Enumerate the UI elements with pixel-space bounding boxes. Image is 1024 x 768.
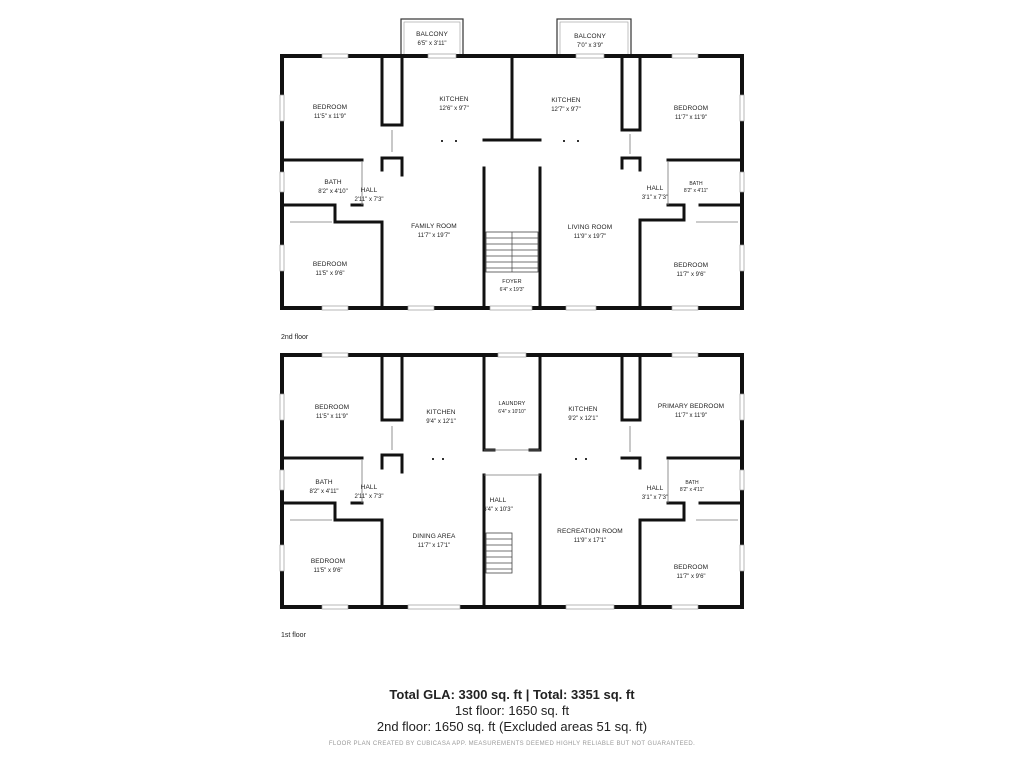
room-dimensions: 11'7" x 9'6" [676,574,705,580]
room-name: BATH [685,480,699,486]
second-floor-staircase [485,231,539,273]
second-floor-plan: BALCONY 6'5" x 3'11" BALCONY 7'0" x 3'9"… [279,18,745,341]
floor-label: 2nd floor [281,334,309,341]
room-dimensions: 11'9" x 17'1" [574,538,606,544]
room-name: BALCONY [574,33,606,40]
room-dimensions: 2'11" x 7'3" [354,197,383,203]
room-dimensions: 7'0" x 3'9" [577,43,603,49]
room-name: BEDROOM [311,558,345,565]
room-dimensions: 6'5" x 3'11" [417,41,446,47]
first-floor-area: 1st floor: 1650 sq. ft [454,703,570,718]
room-name: BEDROOM [313,261,347,268]
room-name: KITCHEN [568,406,597,413]
room-dimensions: 6'4" x 10'3" [483,507,513,513]
room-name: HALL [647,185,664,192]
room-name: KITCHEN [551,97,580,104]
room-name: FAMILY ROOM [411,223,457,230]
floor-label: 1st floor [281,632,307,639]
room-dimensions: 3'1" x 7'3" [642,195,668,201]
second-floor-area: 2nd floor: 1650 sq. ft (Excluded areas 5… [376,719,648,734]
room-dimensions: 12'7" x 9'7" [551,107,581,113]
room-name: BEDROOM [674,262,708,269]
room-dimensions: 11'9" x 19'7" [574,234,606,240]
room-dimensions: 12'6" x 9'7" [439,106,469,112]
room-name: LAUNDRY [499,401,526,407]
room-name: BATH [689,181,703,187]
room-dimensions: 6'4" x 19'3" [500,287,525,293]
first-floor-plan: BEDROOM 11'5" x 11'9" KITCHEN 9'4" x 12'… [279,352,745,639]
room-dimensions: 8'2" x 4'11" [680,487,704,493]
room-dimensions: 11'7" x 19'7" [418,233,450,239]
room-dimensions: 11'7" x 11'9" [675,413,707,419]
room-dimensions: 11'7" x 11'9" [675,115,707,121]
disclaimer: FLOOR PLAN CREATED BY CUBICASA APP. MEAS… [328,741,696,747]
room-dimensions: 11'5" x 11'9" [314,114,346,120]
room-dimensions: 6'4" x 10'10" [498,409,526,415]
second-floor-interior-walls [280,54,744,310]
room-name: RECREATION ROOM [557,528,623,535]
room-dimensions: 9'4" x 12'1" [426,419,456,425]
room-name: BATH [315,479,332,486]
room-name: BEDROOM [315,404,349,411]
first-floor-interior-walls [280,353,744,609]
total-area: Total GLA: 3300 sq. ft | Total: 3351 sq.… [389,687,635,702]
room-dimensions: 2'11" x 7'3" [354,494,383,500]
room-name: PRIMARY BEDROOM [658,403,724,410]
first-floor-staircase [485,532,513,574]
area-summary: Total GLA: 3300 sq. ft | Total: 3351 sq.… [0,686,1024,747]
room-name: BEDROOM [674,105,708,112]
room-name: HALL [361,187,378,194]
room-name: KITCHEN [439,96,468,103]
room-dimensions: 8'2" x 4'11" [684,188,708,194]
room-name: HALL [490,497,507,504]
room-dimensions: 11'5" x 9'6" [315,271,344,277]
first-floor-room-labels: BEDROOM 11'5" x 11'9" KITCHEN 9'4" x 12'… [309,401,724,580]
room-name: DINING AREA [413,533,457,540]
room-name: KITCHEN [426,409,455,416]
room-dimensions: 11'7" x 9'6" [676,272,705,278]
room-name: HALL [647,485,664,492]
room-name: BEDROOM [674,564,708,571]
room-dimensions: 11'5" x 11'9" [316,414,348,420]
room-name: BALCONY [416,31,448,38]
room-dimensions: 11'7" x 17'1" [418,543,450,549]
room-dimensions: 3'1" x 7'3" [642,495,668,501]
room-dimensions: 11'5" x 9'6" [313,568,342,574]
room-dimensions: 8'2" x 4'10" [318,189,348,195]
room-name: BEDROOM [313,104,347,111]
room-dimensions: 8'2" x 4'11" [309,489,338,495]
second-floor-room-labels: BALCONY 6'5" x 3'11" BALCONY 7'0" x 3'9"… [313,31,709,293]
room-name: FOYER [502,279,521,285]
room-name: HALL [361,484,378,491]
room-name: BATH [324,179,341,186]
room-dimensions: 9'2" x 12'1" [568,416,598,422]
room-name: LIVING ROOM [568,224,612,231]
